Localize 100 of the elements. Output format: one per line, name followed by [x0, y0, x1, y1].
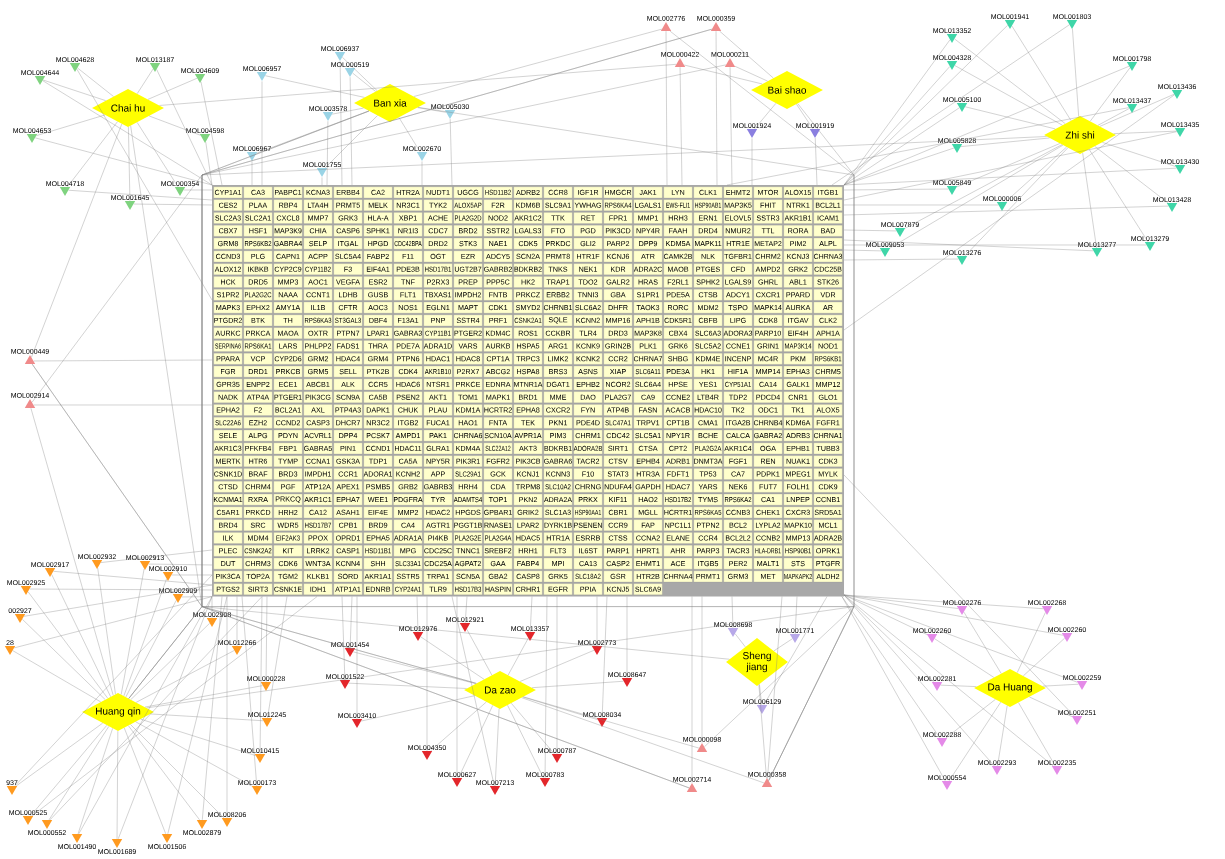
connector-line	[843, 244, 1147, 246]
connector-line	[905, 144, 1063, 229]
connector-line	[147, 78, 198, 100]
connector-line	[78, 596, 213, 834]
connector-line	[843, 239, 1094, 251]
connector-line	[118, 596, 213, 839]
connector-line	[48, 726, 109, 820]
connector-line	[339, 61, 343, 186]
connector-line	[159, 64, 677, 106]
diamond-node: Zhi shi	[1044, 116, 1116, 154]
connector-line	[841, 596, 946, 781]
connector-line	[53, 571, 213, 586]
diamond-node: Bai shao	[751, 71, 823, 109]
connector-line	[100, 549, 213, 563]
connector-line	[29, 588, 213, 591]
connector-line	[27, 591, 108, 699]
connector-line	[128, 126, 131, 201]
connector-line	[843, 258, 959, 261]
connector-line	[843, 131, 1177, 201]
connector-line	[167, 596, 228, 834]
connector-line	[150, 713, 264, 721]
connector-line	[815, 137, 818, 186]
diamond-node: Chai hu	[92, 89, 164, 127]
connector-line	[1082, 152, 1097, 248]
connector-line	[32, 596, 318, 816]
connector-line	[49, 596, 263, 820]
diamond-node: Da Huang	[974, 669, 1046, 707]
connector-line	[256, 110, 369, 154]
connector-line	[843, 147, 955, 186]
connector-line	[128, 725, 200, 820]
connector-line	[348, 683, 467, 689]
connector-line	[349, 596, 353, 648]
connector-line	[458, 705, 493, 778]
connector-line	[843, 594, 995, 766]
connector-line	[156, 69, 213, 186]
connector-line	[763, 596, 828, 705]
connector-line	[1005, 146, 1067, 202]
connector-line	[181, 596, 213, 598]
connector-line	[413, 29, 662, 97]
connector-line	[144, 685, 263, 708]
connector-line	[954, 65, 1063, 126]
connector-line	[843, 205, 1169, 216]
connector-line	[136, 122, 179, 187]
connector-line	[137, 68, 154, 94]
connector-line	[133, 203, 213, 206]
connector-line	[843, 594, 1078, 683]
connector-line	[149, 115, 201, 136]
connector-line	[35, 137, 213, 186]
connector-line	[719, 31, 774, 79]
connector-line	[398, 117, 421, 152]
connector-line	[135, 721, 252, 787]
connector-line	[507, 705, 544, 778]
connector-line	[33, 359, 213, 362]
connector-line	[146, 31, 855, 709]
connector-line	[241, 596, 257, 786]
connector-line	[42, 80, 213, 186]
connector-line	[14, 574, 213, 786]
connector-line	[67, 121, 118, 187]
connector-line	[940, 684, 977, 687]
connector-line	[1023, 638, 1065, 677]
connector-line	[934, 638, 994, 678]
connector-line	[964, 147, 1069, 256]
connector-line	[530, 596, 533, 632]
connector-line	[200, 81, 223, 186]
connector-line	[125, 600, 177, 698]
connector-line	[420, 636, 485, 680]
connector-line	[767, 596, 783, 779]
connector-line	[963, 611, 1002, 674]
connector-line	[211, 596, 213, 618]
connector-line	[754, 103, 777, 129]
connector-line	[465, 596, 468, 623]
connector-line	[796, 104, 814, 129]
connector-line	[1011, 25, 1072, 121]
connector-line	[1017, 612, 1046, 673]
connector-line	[23, 584, 213, 617]
diamond-node: Sheng jiang	[726, 638, 788, 686]
connector-line	[758, 684, 767, 779]
connector-line	[715, 31, 718, 186]
connector-line	[843, 594, 1044, 609]
connector-line	[544, 596, 548, 778]
connector-line	[68, 190, 213, 201]
connector-line	[130, 724, 224, 818]
connector-line	[523, 696, 700, 749]
connector-line	[140, 719, 256, 756]
connector-line	[843, 168, 1177, 186]
connector-line	[679, 67, 683, 186]
connector-line	[507, 638, 529, 676]
connector-line	[342, 57, 378, 91]
connector-line	[417, 107, 447, 113]
connector-line	[734, 633, 746, 648]
connector-line	[31, 123, 122, 358]
connector-line	[843, 66, 950, 186]
diamond-node: Huang qin	[82, 693, 154, 731]
connector-line	[831, 24, 1070, 186]
connector-line	[267, 596, 288, 718]
connector-line	[76, 69, 213, 301]
connector-line	[14, 596, 213, 649]
connector-line	[361, 695, 475, 722]
connector-line	[843, 94, 1175, 331]
connector-line	[841, 596, 940, 738]
